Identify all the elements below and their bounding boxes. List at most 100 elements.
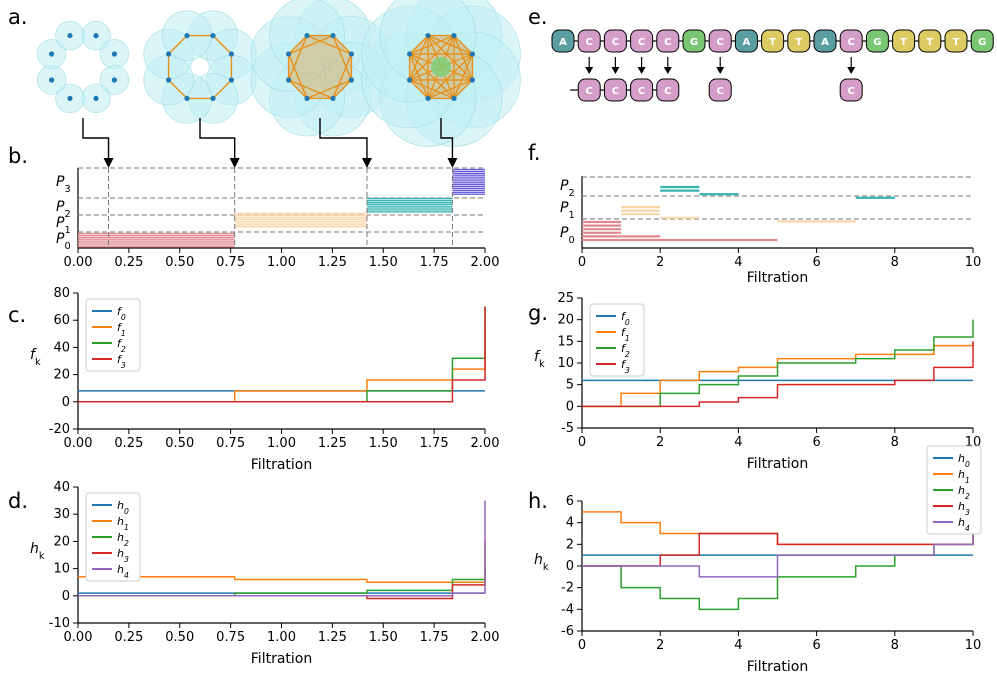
series-line-f2 xyxy=(582,319,974,408)
y-tick-label: -5 xyxy=(561,421,574,436)
y-tick-label: 20 xyxy=(53,368,70,383)
x-tick-label: 1.75 xyxy=(420,436,449,451)
base-G xyxy=(865,29,889,53)
point xyxy=(425,95,431,102)
legend-label-h3: h3 xyxy=(958,500,970,517)
panel-letter-c: c. xyxy=(8,303,26,327)
point xyxy=(285,51,292,57)
point xyxy=(48,51,55,57)
arrow-head xyxy=(637,67,646,74)
series-line-f3 xyxy=(78,306,486,403)
y-axis-label: fk xyxy=(30,347,41,368)
base-C xyxy=(656,29,680,53)
arrow-head xyxy=(229,158,240,168)
base-letter: G xyxy=(690,37,698,48)
legend-label-f2: f2 xyxy=(117,337,126,354)
y-tick-label: -20 xyxy=(49,422,70,437)
x-tick-label: 1.00 xyxy=(267,436,296,451)
y-tick-label: 80 xyxy=(53,286,70,301)
x-tick-label: 1.25 xyxy=(318,630,347,645)
legend-label-f0: f0 xyxy=(621,310,630,327)
edge xyxy=(453,79,473,99)
x-axis-label: Filtration xyxy=(251,651,312,667)
y-tick-label: 0 xyxy=(62,589,70,604)
filled-simplex xyxy=(288,35,352,99)
arrow-head xyxy=(663,67,672,74)
base-C xyxy=(630,29,654,53)
legend-label-f1: f1 xyxy=(117,321,126,338)
series-line-f3 xyxy=(582,341,974,408)
connector-arrow xyxy=(199,118,236,162)
arrow-head xyxy=(103,158,114,168)
group-label-P2: P2 xyxy=(56,199,71,220)
filled-center xyxy=(431,57,451,77)
base-letter: T xyxy=(769,37,776,48)
point xyxy=(330,32,336,39)
y-tick-label: -4 xyxy=(561,602,574,617)
point xyxy=(210,95,216,102)
x-tick-label: 1.25 xyxy=(318,255,347,270)
edge xyxy=(168,79,188,99)
group-label-P0: P0 xyxy=(560,225,575,246)
x-tick-label: 2.00 xyxy=(471,255,500,270)
legend-label-f2: f2 xyxy=(621,342,630,359)
base-letter: T xyxy=(900,37,907,48)
connector-arrow xyxy=(319,118,368,162)
y-tick-label: -10 xyxy=(49,616,70,631)
base-A xyxy=(551,29,575,53)
edge xyxy=(306,79,352,100)
x-tick-label: 6 xyxy=(812,638,820,653)
edge xyxy=(332,53,353,99)
selected-base-letter: C xyxy=(848,86,855,97)
arrow-head xyxy=(447,158,458,168)
group-label-P2: P2 xyxy=(560,178,575,199)
legend-label-f3: f3 xyxy=(621,358,630,375)
y-tick-label: 60 xyxy=(53,313,70,328)
base-A xyxy=(813,29,837,53)
legend-label-h1: h1 xyxy=(958,468,970,485)
y-tick-label: 5 xyxy=(566,378,574,393)
legend-label-h4: h4 xyxy=(958,516,970,533)
base-letter: A xyxy=(559,37,567,48)
x-tick-label: 0.00 xyxy=(64,436,93,451)
edge xyxy=(288,34,334,55)
base-C xyxy=(708,29,732,53)
selected-base-letter: C xyxy=(612,86,619,97)
base-T xyxy=(892,29,916,53)
legend-label-h4: h4 xyxy=(117,563,129,580)
base-T xyxy=(761,29,785,53)
base-A xyxy=(734,29,758,53)
point xyxy=(285,77,292,83)
x-tick-label: 4 xyxy=(734,255,742,270)
y-axis-label: hk xyxy=(534,552,549,573)
y-tick-label: 4 xyxy=(566,516,574,531)
legend-label-f1: f1 xyxy=(621,326,630,343)
panel-letter-a: a. xyxy=(8,5,28,29)
x-axis-label: Filtration xyxy=(747,270,808,286)
panel-letter-g: g. xyxy=(528,301,548,325)
base-T xyxy=(787,29,811,53)
selected-base xyxy=(708,78,732,102)
y-tick-label: 20 xyxy=(53,534,70,549)
x-tick-label: 1.50 xyxy=(369,630,398,645)
arrow-head xyxy=(361,158,372,168)
point xyxy=(93,95,99,102)
base-G xyxy=(970,29,994,53)
edge xyxy=(427,35,473,81)
x-tick-label: 2.00 xyxy=(471,436,500,451)
edge xyxy=(288,79,334,100)
selected-base-letter: C xyxy=(664,86,671,97)
y-tick-label: 40 xyxy=(53,340,70,355)
point xyxy=(228,51,235,57)
group-label-P1: P1 xyxy=(56,215,71,236)
selected-base-letter: C xyxy=(717,86,724,97)
point xyxy=(210,32,216,39)
edge xyxy=(288,35,308,55)
y-tick-label: 2 xyxy=(566,537,574,552)
arrow-head xyxy=(585,67,594,74)
legend-box xyxy=(589,303,645,377)
x-tick-label: 2 xyxy=(656,638,664,653)
